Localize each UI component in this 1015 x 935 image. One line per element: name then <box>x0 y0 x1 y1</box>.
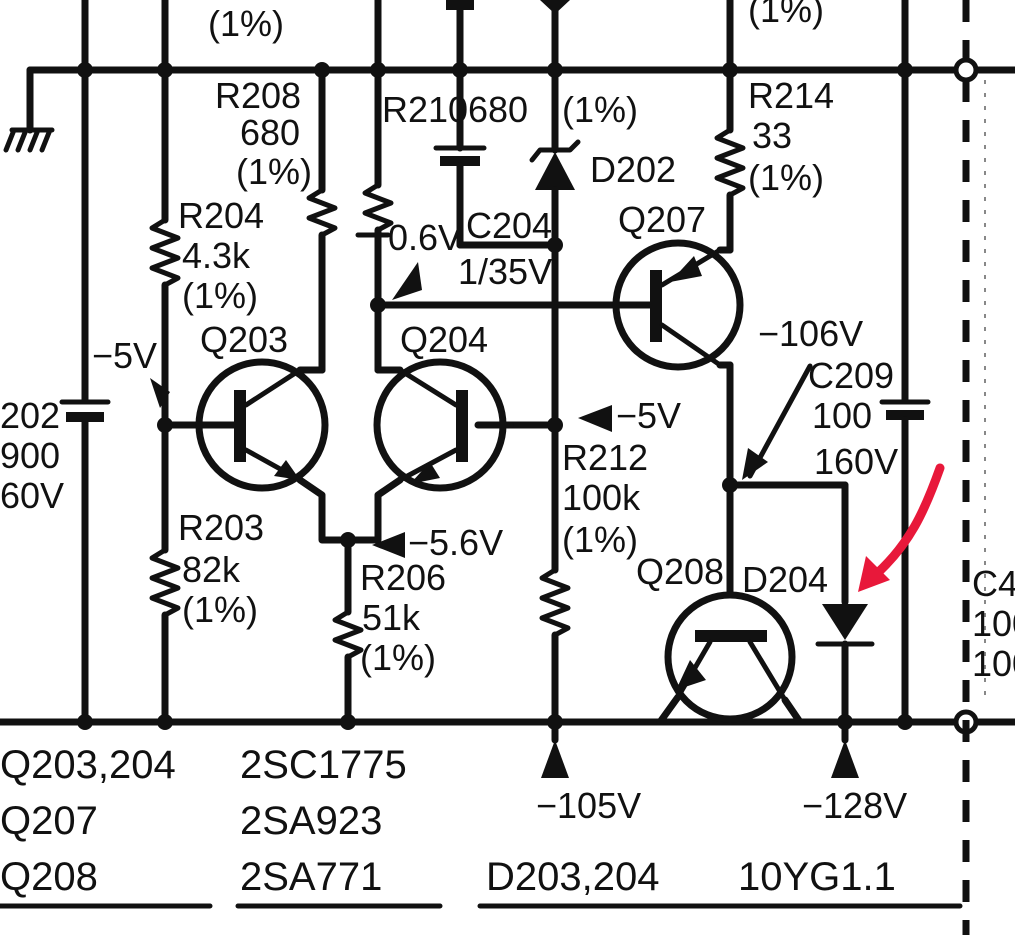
ground-symbol <box>3 66 55 153</box>
label-c4-value: 100 <box>972 603 1015 644</box>
legend-row-2-type: 2SA923 <box>240 799 382 843</box>
label-q208: Q208 <box>636 551 724 592</box>
label-c209-value: 100 <box>812 395 872 436</box>
label-c4-voltage: 100 <box>972 643 1015 684</box>
legend-diodes-type: 10YG1.1 <box>738 855 896 899</box>
junction-dots <box>77 62 913 730</box>
terminal-top <box>953 57 979 83</box>
voltage-marker-neg5-6v <box>372 532 405 558</box>
label-r214-tolerance: (1%) <box>748 157 824 198</box>
legend-row-3-type: 2SA771 <box>240 855 382 899</box>
label-d202-tolerance: (1%) <box>562 89 638 130</box>
voltage-marker-0-6v <box>392 262 422 300</box>
label-r210: R210 <box>382 89 468 130</box>
label-r212-value: 100k <box>562 477 641 518</box>
label-voltage-neg105: −105V <box>536 785 641 826</box>
label-c209-voltage: 160V <box>814 441 898 482</box>
legend-row-2-parts: Q207 <box>0 799 98 843</box>
label-top-pct-left: (1%) <box>208 3 284 44</box>
label-q207: Q207 <box>618 199 706 240</box>
parts-legend: Q203,204 2SC1775 Q207 2SA923 Q208 2SA771… <box>0 743 963 909</box>
label-q203: Q203 <box>200 319 288 360</box>
label-r203-value: 82k <box>182 549 241 590</box>
label-r204-value: 4.3k <box>182 235 251 276</box>
transistor-q208 <box>656 591 804 726</box>
label-top-pct-right: (1%) <box>748 0 824 30</box>
q207-collector-branch <box>726 361 849 599</box>
label-r214: R214 <box>748 75 834 116</box>
legend-row-3-parts: Q208 <box>0 855 98 899</box>
label-r206: R206 <box>360 557 446 598</box>
label-r206-tolerance: (1%) <box>360 637 436 678</box>
label-r208-tolerance: (1%) <box>236 151 312 192</box>
label-c202-part: 202 <box>0 395 60 436</box>
resistor-r208 <box>306 66 338 374</box>
legend-diodes-parts: D203,204 <box>486 855 659 899</box>
label-voltage-neg5-left: −5V <box>92 335 157 376</box>
label-c202-value: 900 <box>0 435 60 476</box>
label-voltage-0-6v: 0.6V <box>388 217 462 258</box>
label-voltage-neg128: −128V <box>802 785 907 826</box>
zener-d202-and-r212 <box>506 66 612 726</box>
label-c209: C209 <box>808 355 894 396</box>
label-r203: R203 <box>178 507 264 548</box>
label-r210-value: 680 <box>468 89 528 130</box>
legend-row-1-parts: Q203,204 <box>0 743 176 787</box>
label-r204: R204 <box>178 195 264 236</box>
bottom-voltage-markers <box>541 718 859 778</box>
label-voltage-neg5-right: −5V <box>616 395 681 436</box>
label-r203-tolerance: (1%) <box>182 589 258 630</box>
label-c204-value: 1/35V <box>458 251 552 292</box>
legend-row-1-type: 2SC1775 <box>240 743 407 787</box>
transistor-q203 <box>195 358 352 544</box>
label-q204: Q204 <box>400 319 488 360</box>
label-r208-value: 680 <box>240 112 300 153</box>
resistor-r214 <box>714 66 746 254</box>
label-r206-value: 51k <box>362 597 421 638</box>
label-d202: D202 <box>590 149 676 190</box>
label-d204: D204 <box>742 559 828 600</box>
diode-d204 <box>815 481 875 726</box>
transistor-q207 <box>612 239 744 371</box>
transistor-q204 <box>344 358 514 544</box>
label-voltage-neg5-6v: −5.6V <box>408 522 503 563</box>
label-r212-tolerance: (1%) <box>562 519 638 560</box>
label-voltage-neg106: −106V <box>758 313 863 354</box>
label-c202-voltage: 60V <box>0 475 64 516</box>
capacitor-c202 <box>59 399 111 726</box>
resistor-r206 <box>332 532 405 726</box>
label-r214-value: 33 <box>752 115 792 156</box>
label-r204-tolerance: (1%) <box>182 275 258 316</box>
red-annotation-arrow <box>858 463 945 592</box>
capacitor-c209 <box>879 399 931 726</box>
label-r212: R212 <box>562 437 648 478</box>
voltage-marker-neg5-left <box>150 378 170 408</box>
voltage-marker-neg5-right <box>578 405 612 432</box>
label-r208: R208 <box>215 75 301 116</box>
capacitor-r210-680 <box>433 66 559 249</box>
component-labels: (1%) (1%) R208 680 (1%) R210 680 (1%) D2… <box>0 0 1015 826</box>
label-c4-part: C4 <box>972 563 1015 604</box>
label-c204: C204 <box>466 205 552 246</box>
